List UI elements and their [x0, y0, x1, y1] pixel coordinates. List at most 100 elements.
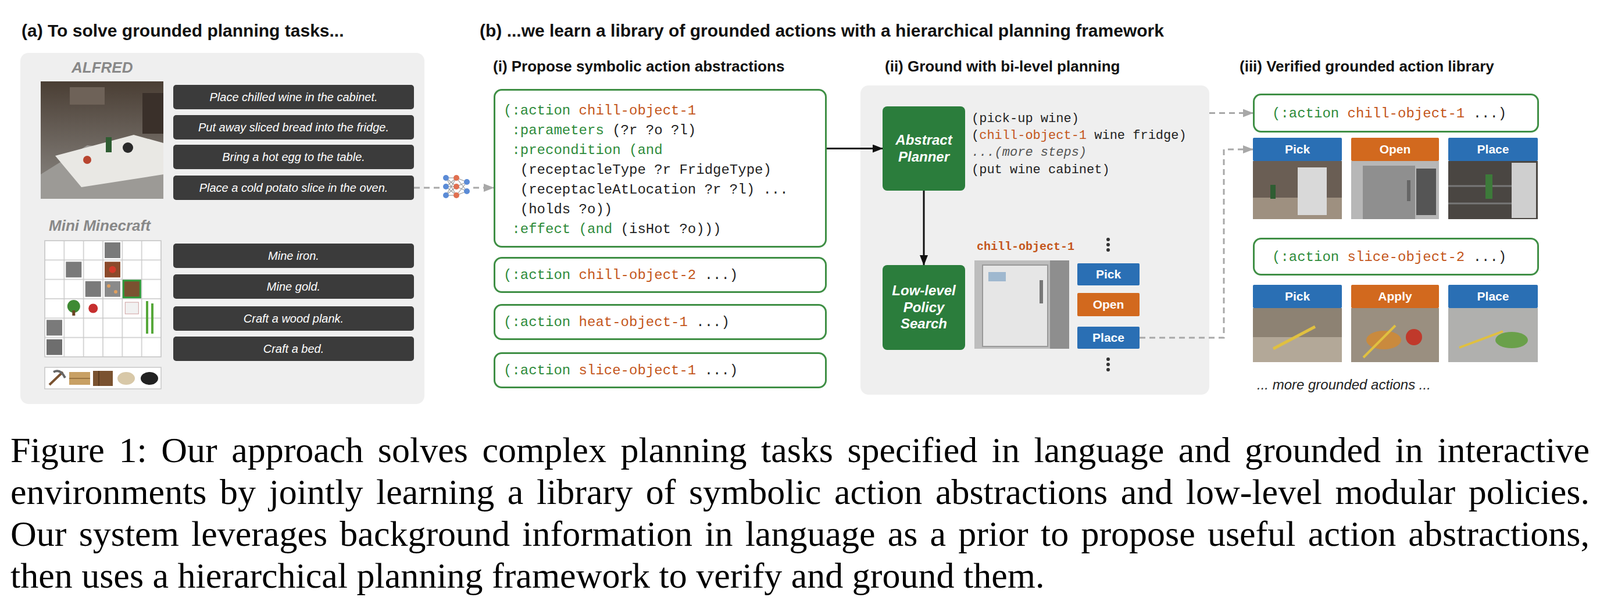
task-box: Mine gold. — [173, 274, 414, 299]
minecraft-grid — [109, 266, 117, 274]
task-box: Mine iron. — [173, 243, 414, 269]
alfred-scene — [40, 81, 164, 199]
minecraft-grid — [46, 319, 63, 336]
neural-net-icon — [453, 192, 460, 199]
neural-net-icon — [463, 179, 470, 185]
action-frames — [1495, 331, 1528, 349]
action-name: heat-object-1 — [579, 314, 688, 331]
primitive-button: Pick — [1252, 137, 1342, 162]
alfred-scene — [142, 93, 164, 134]
neural-net-icon — [463, 188, 470, 195]
minecraft-grid — [104, 242, 121, 259]
code-keyword: (and — [579, 219, 613, 240]
alfred-scene — [40, 81, 164, 199]
primitive-button: Apply — [1351, 284, 1439, 309]
primitive-button: Open — [1351, 137, 1439, 162]
code-text: (receptacleAtLocation ?r ?l) ... — [520, 180, 789, 200]
minecraft-grid — [104, 261, 121, 278]
action-name: chill-object-1 — [1347, 105, 1466, 121]
plan-step: chill-object-1 — [979, 128, 1087, 144]
fridge-frame — [974, 260, 1070, 349]
action-frames — [1351, 161, 1439, 220]
neural-net-icon — [443, 175, 449, 181]
action-frames — [1363, 325, 1396, 358]
minecraft-grid — [151, 303, 154, 334]
figure-caption: Figure 1: Our approach solves complex pl… — [10, 429, 1590, 597]
button-text: Pick — [1284, 142, 1310, 157]
code-keyword: (:action — [503, 267, 571, 284]
action-frames — [1351, 308, 1439, 363]
alfred-scene — [105, 137, 112, 153]
primitive-button: Place — [1077, 326, 1140, 349]
plan-step: ( — [971, 128, 980, 144]
minecraft-grid — [53, 370, 66, 378]
panel-heading: (i) Propose symbolic action abstractions — [493, 57, 785, 75]
code-keyword: (:action — [503, 314, 571, 331]
plan-step: (pick-up wine) — [971, 111, 1080, 127]
minecraft-grid — [46, 339, 63, 356]
action-frames — [1416, 168, 1437, 216]
task-box: Place a cold potato slice in the oven. — [173, 175, 414, 200]
action-name: chill-object-1 — [976, 240, 1075, 254]
action-box: (:actionheat-object-1...) — [493, 304, 827, 341]
fridge-frame — [1039, 280, 1044, 304]
panel-heading: (b) ...we learn a library of grounded ac… — [479, 20, 1164, 41]
ellipsis-dots — [1106, 362, 1110, 367]
code-text: (?r ?o ?l) — [612, 120, 696, 141]
action-box: (:actionslice-object-1...) — [493, 352, 827, 389]
task-box: Craft a wood plank. — [173, 306, 414, 331]
minecraft-grid — [104, 281, 121, 298]
minecraft-grid — [140, 372, 159, 385]
fridge-frame — [988, 272, 1006, 282]
task-text: Mine iron. — [268, 249, 320, 263]
action-frames — [1252, 337, 1342, 363]
action-frames — [1448, 308, 1538, 363]
code-keyword: :effect — [511, 219, 571, 240]
task-text: Bring a hot egg to the table. — [222, 150, 366, 164]
fridge-frame — [1050, 260, 1070, 349]
section-label: ALFRED — [71, 58, 133, 77]
minecraft-grid — [125, 302, 139, 314]
ellipsis-dots — [1106, 248, 1110, 252]
task-text: Craft a bed. — [263, 342, 325, 356]
minecraft-grid — [113, 290, 118, 294]
action-frames — [1252, 197, 1342, 220]
alfred-scene — [69, 87, 105, 105]
plan-step: wine fridge) — [1094, 128, 1187, 144]
code-text: (isHot ?o))) — [620, 219, 722, 240]
neural-net-icon — [440, 172, 473, 202]
action-frames — [1459, 331, 1503, 348]
panel: (ii) Ground with bi-level planning(pick-… — [860, 85, 1210, 395]
action-name: chill-object-1 — [579, 101, 697, 121]
note: ... more grounded actions ... — [1256, 376, 1431, 393]
minecraft-grid — [106, 284, 111, 288]
button-text: Apply — [1377, 289, 1412, 304]
primitive-button: Place — [1448, 284, 1538, 309]
section-label: Mini Minecraft — [48, 216, 151, 235]
button-text: Pick — [1095, 267, 1121, 282]
primitive-button: Place — [1448, 137, 1538, 162]
action-frames — [1366, 330, 1402, 350]
code-text: ...) — [704, 267, 739, 284]
code-text: ...) — [1473, 105, 1507, 121]
task-text: Craft a wood plank. — [243, 312, 344, 326]
button-text: Place — [1477, 142, 1510, 157]
action-frames — [1252, 308, 1342, 363]
code-text: (receptacleType ?r FridgeType) — [520, 160, 772, 181]
code-keyword: (and — [629, 140, 663, 161]
action-frames — [1362, 165, 1416, 220]
action-frames — [1405, 329, 1423, 346]
button-text: Place — [1477, 289, 1510, 304]
button-text: Open — [1093, 297, 1125, 312]
minecraft-grid — [145, 301, 149, 334]
action-name: slice-object-1 — [579, 362, 697, 379]
primitive-button: Pick — [1252, 284, 1342, 309]
flow-arrow — [826, 147, 883, 150]
code-text: ...) — [1473, 248, 1507, 265]
dashed-arrow — [1209, 112, 1253, 114]
code-text: (holds ?o)) — [520, 200, 613, 220]
panel-heading: (a) To solve grounded planning tasks... — [21, 20, 345, 41]
minecraft-grid — [88, 304, 98, 314]
minecraft-grid — [69, 372, 91, 385]
alfred-scene — [122, 142, 134, 153]
